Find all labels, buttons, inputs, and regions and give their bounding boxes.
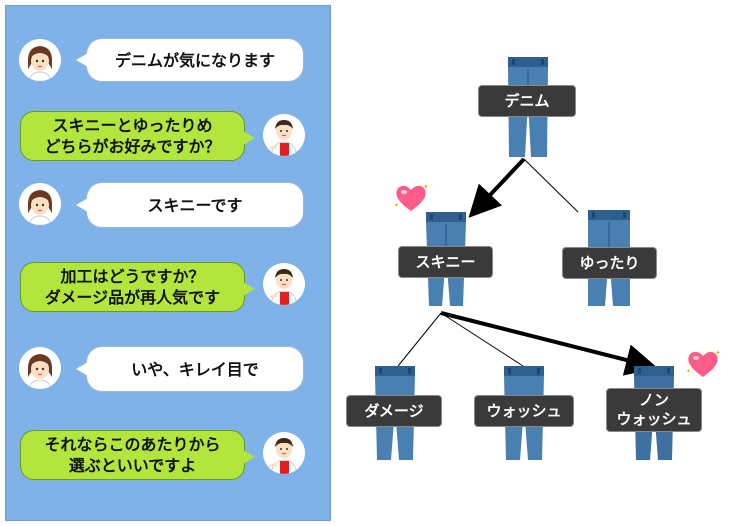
jeans-icon <box>586 210 632 310</box>
svg-text:✦: ✦ <box>686 368 691 375</box>
node-label-text-line-1: ノン <box>638 391 669 409</box>
node-loose: ゆったり <box>562 247 657 279</box>
message-text: スキニーです <box>147 195 243 215</box>
staff-message-1: スキニーとゆったりめ どちらがお好みですか？ <box>20 111 255 161</box>
staff-message-3: それならこのあたりから 選ぶといいですよ <box>20 430 255 480</box>
arrow-denim-to-skinny <box>468 157 526 218</box>
customer-message-3: いや、キレイ目で <box>76 346 304 392</box>
heart-icon: ✦ ✦ <box>393 183 429 217</box>
svg-text:✦: ✦ <box>394 202 399 209</box>
customer-message-1: デニムが気になります <box>76 38 304 82</box>
node-label-text: ゆったり <box>579 254 640 272</box>
message-text-line-2: ダメージ品が再人気です <box>44 288 221 307</box>
staff-avatar-icon <box>263 114 305 156</box>
chat-panel: デニムが気になります スキニーとゆったりめ どちらがお好みですか？ <box>5 5 331 521</box>
node-label-text: デニム <box>504 92 550 110</box>
message-text-line-2: 選ぶといいですよ <box>68 456 197 475</box>
node-wash: ウォッシュ <box>474 395 574 427</box>
svg-text:✦: ✦ <box>715 349 721 357</box>
arrow-skinny-to-nonwash <box>440 311 658 376</box>
heart-icon: ✦ ✦ <box>685 349 721 383</box>
message-text: いや、キレイ目で <box>131 359 259 379</box>
customer-avatar-icon <box>19 183 61 225</box>
customer-avatar-icon <box>19 347 61 389</box>
message-text-line-1: 加工はどうですか？ <box>60 267 205 286</box>
node-damage: ダメージ <box>346 395 442 427</box>
message-text-line-2: どちらがお好みですか？ <box>44 137 221 156</box>
customer-avatar-icon <box>19 39 61 81</box>
customer-message-2: スキニーです <box>76 182 304 228</box>
node-label-text: スキニー <box>415 253 476 271</box>
staff-avatar-icon <box>263 263 305 305</box>
message-text-line-1: スキニーとゆったりめ <box>52 116 213 135</box>
line-denim-to-loose <box>523 158 579 213</box>
node-label-text: ウォッシュ <box>486 402 562 420</box>
staff-avatar-icon <box>263 432 305 474</box>
node-non-wash: ノン ウォッシュ <box>606 388 702 432</box>
svg-text:✦: ✦ <box>423 183 429 191</box>
message-text-line-1: それならこのあたりから <box>44 435 221 454</box>
node-label-text: ダメージ <box>364 402 424 420</box>
node-label-text-line-2: ウォッシュ <box>616 410 692 428</box>
line-skinny-to-wash <box>440 312 524 367</box>
line-skinny-to-damage <box>397 312 442 367</box>
message-text: デニムが気になります <box>114 50 275 70</box>
staff-message-2: 加工はどうですか？ ダメージ品が再人気です <box>20 262 255 312</box>
jeans-icon <box>424 212 468 310</box>
node-skinny: スキニー <box>398 246 493 278</box>
node-denim: デニム <box>478 85 576 117</box>
